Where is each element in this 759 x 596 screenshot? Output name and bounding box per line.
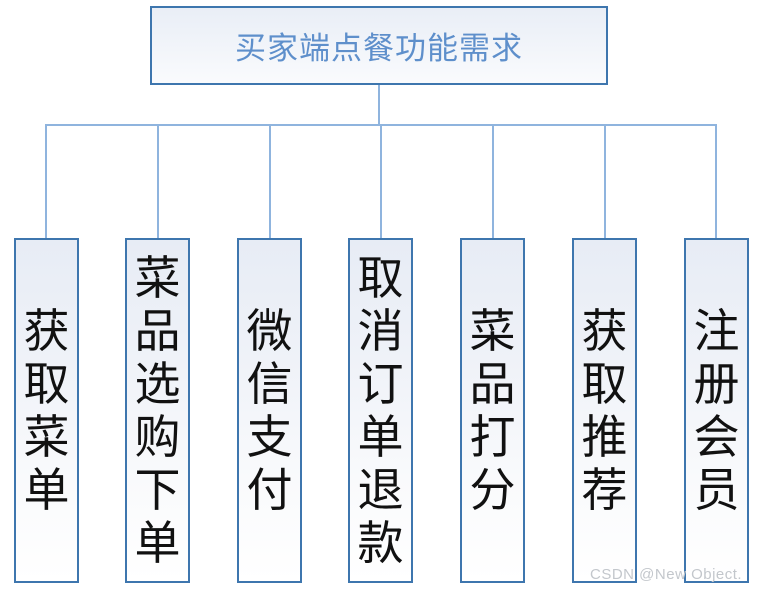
root-node[interactable]: 买家端点餐功能需求 (150, 6, 608, 85)
leaf-node-4-label: 取消订单退款 (357, 252, 404, 569)
connector-drop-3 (269, 124, 271, 238)
leaf-node-7[interactable]: 注册会员 (684, 238, 749, 583)
connector-root-stem (378, 85, 380, 126)
leaf-node-7-label: 注册会员 (693, 305, 740, 516)
root-node-label: 买家端点餐功能需求 (235, 31, 523, 66)
leaf-node-2-label: 菜品选购下单 (134, 252, 181, 569)
connector-drop-4 (380, 124, 382, 238)
leaf-node-5[interactable]: 菜品打分 (460, 238, 525, 583)
leaf-node-3[interactable]: 微信支付 (237, 238, 302, 583)
leaf-node-3-label: 微信支付 (246, 305, 293, 516)
connector-drop-7 (715, 124, 717, 238)
connector-drop-5 (492, 124, 494, 238)
leaf-node-5-label: 菜品打分 (469, 305, 516, 516)
connector-drop-2 (157, 124, 159, 238)
connector-drop-6 (604, 124, 606, 238)
leaf-node-4[interactable]: 取消订单退款 (348, 238, 413, 583)
leaf-node-6[interactable]: 获取推荐 (572, 238, 637, 583)
connector-drop-1 (45, 124, 47, 238)
leaf-node-6-label: 获取推荐 (581, 305, 628, 516)
leaf-node-2[interactable]: 菜品选购下单 (125, 238, 190, 583)
leaf-node-1[interactable]: 获取菜单 (14, 238, 79, 583)
leaf-node-1-label: 获取菜单 (23, 305, 70, 516)
